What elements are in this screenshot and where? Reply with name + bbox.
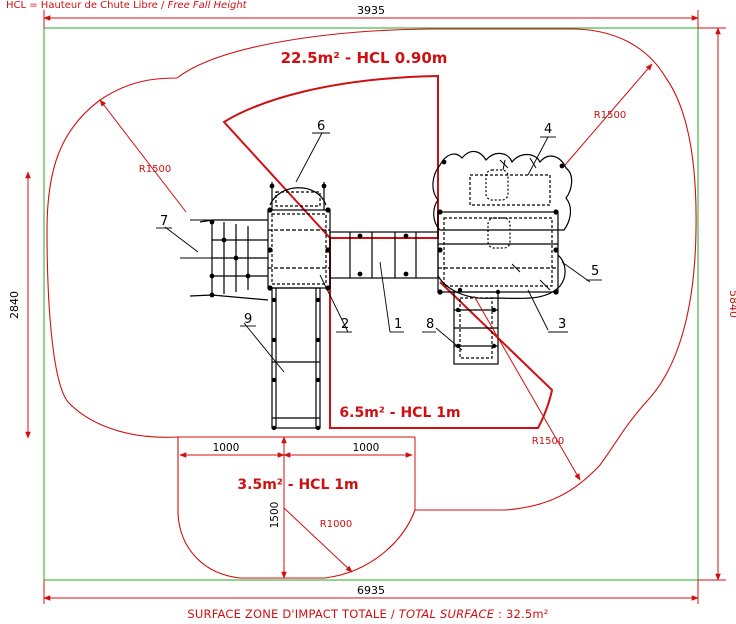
dim-top-width: 3935 (357, 4, 385, 17)
equipment (180, 150, 573, 431)
bolt-markers (209, 159, 565, 431)
total-surface-footer: SURFACE ZONE D'IMPACT TOTALE / TOTAL SUR… (0, 607, 736, 621)
zone-bottom-label: 3.5m² - HCL 1m (237, 477, 358, 493)
dim-right-height: 5840 (727, 290, 736, 318)
callout-1: 1 (394, 317, 402, 332)
slide (271, 287, 321, 429)
zone-top-label: 22.5m² - HCL 0.90m (281, 49, 448, 67)
dim-bump-height: 1500 (269, 502, 281, 529)
callout-leaders (164, 132, 591, 373)
callout-numbers: 1 2 3 4 5 6 7 8 9 (160, 119, 599, 332)
footer-text: SURFACE ZONE D'IMPACT TOTALE / (187, 607, 399, 621)
callout-7: 7 (160, 214, 168, 229)
right-roof-canopy (432, 150, 573, 231)
radius-bottom-bump: R1000 (320, 519, 352, 530)
hcl-legend: HCL = Hauteur de Chute Libre / Free Fall… (6, 0, 247, 11)
zone-middle-label: 6.5m² - HCL 1m (339, 405, 460, 421)
dim-left-height: 2840 (8, 291, 21, 319)
callout-3: 3 (558, 317, 566, 332)
callout-4: 4 (544, 122, 552, 137)
climbing-net (189, 219, 269, 301)
callout-underlines (156, 132, 602, 333)
callout-6: 6 (317, 119, 325, 134)
dimension-lines (25, 10, 726, 604)
legend-italic: Free Fall Height (167, 0, 247, 11)
dim-bottom-width: 6935 (357, 584, 385, 597)
callout-5: 5 (591, 264, 599, 279)
callout-9: 9 (244, 312, 252, 327)
radius-bottom-right: R1500 (532, 436, 564, 447)
dim-bump-right: 1000 (353, 442, 380, 454)
callout-2: 2 (341, 317, 349, 332)
footer-value: : 32.5m² (494, 607, 549, 621)
outer-frame (43, 27, 699, 581)
zone-middle-outline (329, 238, 554, 429)
zone-top-outline (222, 74, 439, 239)
impact-zone-outline (46, 28, 697, 579)
dim-bump-left: 1000 (213, 442, 240, 454)
radius-top-left: R1500 (139, 164, 171, 175)
callout-8: 8 (426, 317, 434, 332)
radius-top-right: R1500 (594, 110, 626, 121)
left-roof (269, 187, 327, 206)
footer-italic: TOTAL SURFACE (398, 607, 495, 621)
legend-text: HCL = Hauteur de Chute Libre / (6, 0, 168, 11)
